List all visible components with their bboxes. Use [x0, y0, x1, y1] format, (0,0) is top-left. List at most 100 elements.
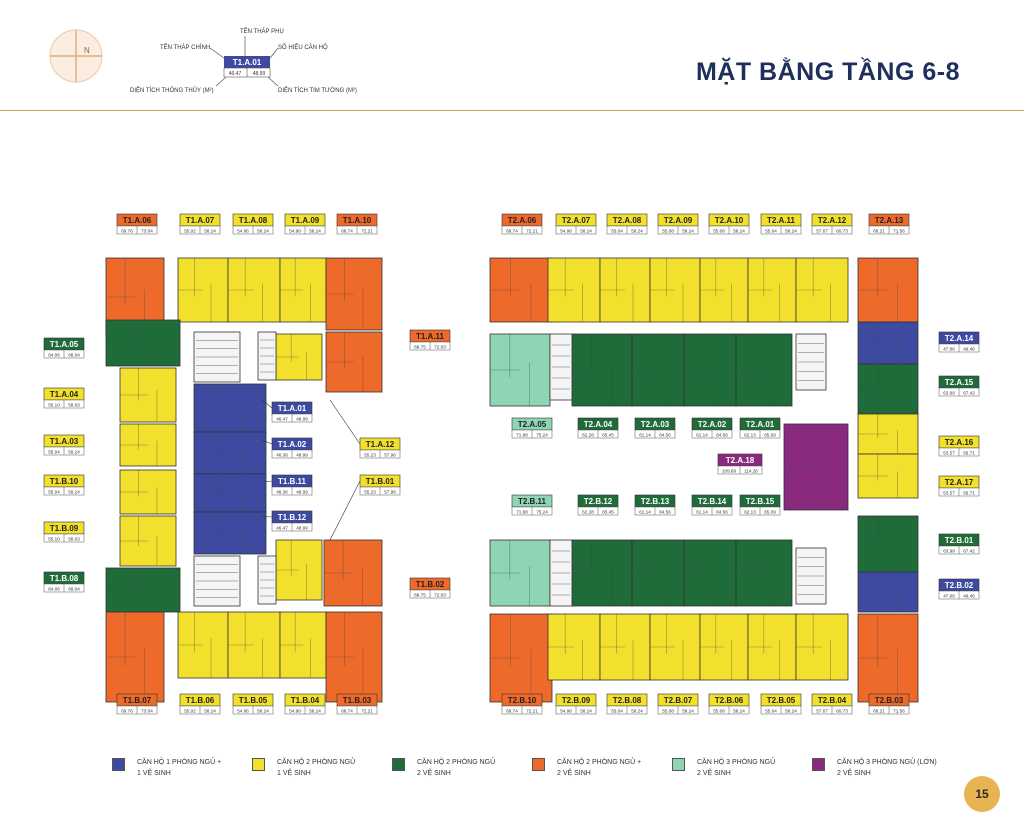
unit-net-area: 46.36	[276, 452, 288, 457]
leader-line	[261, 480, 273, 483]
unit-gross-area: 58.24	[257, 228, 269, 233]
unit-code: T1.A.05	[50, 340, 79, 349]
unit-net-area: 61.14	[639, 432, 651, 437]
unit-gross-area: 58.63	[68, 536, 80, 541]
unit-net-area: 55.23	[364, 489, 376, 494]
unit-gross-area: 58.24	[682, 228, 694, 233]
unit-gross-area: 65.45	[602, 432, 614, 437]
legend-swatch	[672, 758, 685, 771]
unit-gross-area: 58.24	[733, 228, 745, 233]
unit-net-area: 61.14	[639, 509, 651, 514]
unit-code: T2.B.02	[945, 581, 974, 590]
unit-net-area: 61.14	[696, 432, 708, 437]
unit-gross-area: 57.96	[384, 452, 396, 457]
unit-gross-area: 48.99	[296, 525, 308, 530]
unit-gross-area: 72.03	[434, 344, 446, 349]
unit-net-area: 55.04	[765, 708, 777, 713]
unit-code: T2.B.11	[518, 497, 547, 506]
legend-line-2: 2 VỆ SINH	[557, 770, 591, 777]
unit-code: T2.B.07	[664, 696, 693, 705]
unit-code: T2.B.15	[746, 497, 775, 506]
unit-gross-area: 68.04	[68, 586, 80, 591]
unit-net-area: 62.28	[582, 509, 594, 514]
key-gross-area-label: DIỆN TÍCH TIM TƯỜNG (M²)	[278, 86, 357, 94]
unit-net-area: 69.76	[121, 228, 133, 233]
unit-code: T2.B.06	[715, 696, 744, 705]
unit-code: T2.A.12	[818, 216, 847, 225]
label-key-diagram: TÊN THÁP PHỤ TÊN THÁP CHÍNH SỐ HIỆU CĂN …	[130, 27, 357, 94]
unit-net-area: 62.28	[582, 432, 594, 437]
unit-gross-area: 73.04	[141, 708, 153, 713]
unit-code: T2.B.03	[875, 696, 904, 705]
key-main-tower-label: TÊN THÁP CHÍNH	[160, 43, 210, 51]
unit-gross-area: 58.24	[580, 228, 592, 233]
unit-code: T2.A.07	[562, 216, 591, 225]
unit-code: T2.A.01	[746, 420, 775, 429]
unit-net-area: 68.74	[341, 228, 353, 233]
unit-code: T2.A.11	[767, 216, 796, 225]
unit-code: T2.A.16	[945, 438, 974, 447]
unit-code: T1.B.01	[366, 477, 395, 486]
unit-code: T1.B.02	[416, 580, 445, 589]
unit-gross-area: 58.24	[733, 708, 745, 713]
unit-code: T1.A.01	[278, 404, 307, 413]
unit-net-area: 68.21	[873, 708, 885, 713]
leader-line	[261, 515, 273, 518]
unit-net-area: 62.13	[744, 509, 756, 514]
legend-line-2: 2 VỆ SINH	[697, 770, 731, 777]
unit-gross-area: 65.45	[602, 509, 614, 514]
unit-code: T2.A.06	[508, 216, 537, 225]
legend-line-1: CĂN HỘ 2 PHÒNG NGỦ	[277, 759, 356, 766]
unit-gross-area: 56.71	[963, 450, 975, 455]
unit-code: T2.B.05	[767, 696, 796, 705]
unit-gross-area: 67.42	[963, 390, 975, 395]
key-unit-number-label: SỐ HIỆU CĂN HỘ	[278, 43, 328, 51]
unit-code: T1.A.10	[343, 216, 372, 225]
leader-line	[329, 399, 361, 445]
unit-net-area: 55.04	[48, 489, 60, 494]
unit-net-area: 68.21	[873, 228, 885, 233]
unit-net-area: 54.98	[289, 708, 301, 713]
unit-code: T2.A.18	[726, 456, 755, 465]
header-divider	[0, 110, 1024, 111]
unit-code: T1.B.12	[278, 513, 307, 522]
legend-line-2: 1 VỆ SINH	[137, 770, 171, 777]
unit-code: T1.B.04	[291, 696, 320, 705]
leader-line	[329, 480, 361, 541]
legend-line-2: 2 VỆ SINH	[837, 770, 871, 777]
unit-gross-area: 71.56	[893, 708, 905, 713]
unit-net-area: 68.74	[506, 708, 518, 713]
legend-item: CĂN HỘ 3 PHÒNG NGỦ (LỚN)2 VỆ SINH	[812, 757, 942, 779]
unit-code: T1.B.10	[50, 477, 79, 486]
unit-code: T2.B.09	[562, 696, 591, 705]
legend-line-1: CĂN HỘ 2 PHÒNG NGỦ	[417, 759, 496, 766]
unit-label-t2-b-03: T2.B.03 68.21 71.56	[868, 693, 910, 715]
unit-net-area: 68.74	[506, 228, 518, 233]
unit-code: T2.A.05	[518, 420, 547, 429]
unit-gross-area: 48.99	[296, 489, 308, 494]
unit-gross-area: 58.24	[631, 228, 643, 233]
unit-gross-area: 58.24	[68, 449, 80, 454]
unit-net-area: 47.06	[943, 593, 955, 598]
